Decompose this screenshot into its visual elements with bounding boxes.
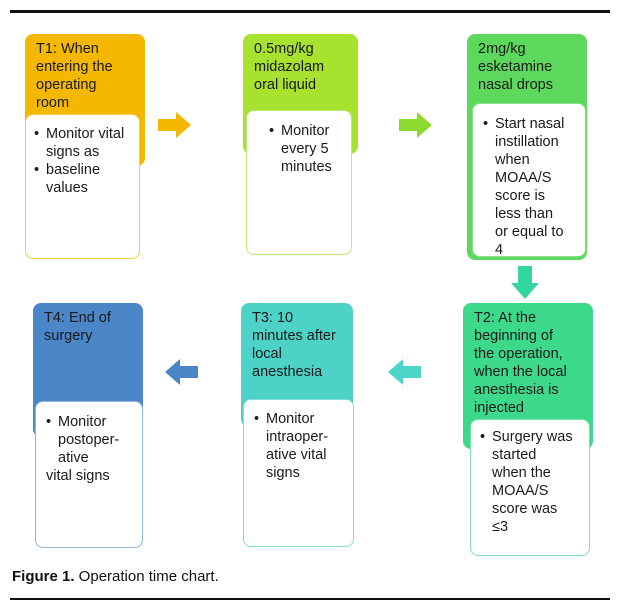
bullet-line: signs as	[46, 144, 100, 160]
node-midazolam-body: Monitor every 5 minutes	[246, 110, 352, 255]
bullet-line: 4	[495, 242, 504, 258]
bullet-line: score was	[492, 501, 558, 517]
bullet-line: ative	[58, 450, 89, 466]
node-header-line: T4: End of	[44, 310, 111, 326]
node-header-line: entering the	[36, 59, 113, 75]
bullet-line: MOAA/S	[492, 483, 549, 499]
bullet-line: every 5	[281, 141, 329, 157]
bullet-line: ≤3	[492, 519, 509, 535]
bullet-item: Monitor every 5 minutes	[269, 122, 345, 176]
bullet-continuation: vital signs	[46, 467, 138, 485]
arrow-right-1-icon	[158, 112, 191, 138]
arrow-left-2-shape	[165, 359, 198, 385]
bullet-line: or equal to	[495, 224, 564, 240]
node-header-line: room	[36, 95, 70, 111]
bullet-line: score is	[495, 188, 545, 204]
arrow-right-2-shape	[399, 112, 432, 138]
figure-caption: Figure 1. Operation time chart.	[12, 568, 219, 585]
arrow-right-1-shape	[158, 112, 191, 138]
node-header-line: T1: When	[36, 41, 99, 57]
node-header-line: T2: At the	[474, 310, 537, 326]
bullet-line: minutes	[281, 159, 332, 175]
bullet-line: Monitor	[281, 123, 330, 139]
node-header-line: beginning of	[474, 328, 554, 344]
bullet-line: ative vital	[266, 447, 327, 463]
arrow-right-2-icon	[399, 112, 432, 138]
node-header-line: operating	[36, 77, 97, 93]
bullet-line: intraoper-	[266, 429, 329, 445]
bullet-item: Monitor postoper-ative	[46, 413, 138, 467]
node-header-line: anesthesia is	[474, 382, 559, 398]
bullet-item: Monitor intraoper-ative vital signs	[254, 410, 349, 482]
arrow-left-1-icon	[388, 359, 421, 385]
bullet-line: Monitor	[58, 414, 107, 430]
bullet-item: Monitor vital signs as	[34, 125, 133, 161]
node-header-line: minutes after	[252, 328, 336, 344]
bullet-line: values	[46, 180, 88, 196]
bullet-line: Monitor	[266, 411, 315, 427]
arrow-left-2-icon	[165, 359, 198, 385]
node-header-line: 0.5mg/kg	[254, 41, 314, 57]
arrow-down-shape	[511, 266, 539, 299]
bullet-line: Start nasal	[495, 116, 565, 132]
bullet-item: baseline values	[34, 161, 133, 197]
node-header-line: 2mg/kg	[478, 41, 526, 57]
node-header-line: when the local	[474, 364, 567, 380]
node-header-line: surgery	[44, 328, 93, 344]
bullet-line: started	[492, 447, 537, 463]
node-t3-body: Monitor intraoper-ative vital signs	[243, 399, 354, 547]
node-header-line: T3: 10	[252, 310, 294, 326]
node-header-line: midazolam	[254, 59, 325, 75]
node-header-line: injected	[474, 400, 524, 416]
arrow-down-icon	[511, 266, 539, 299]
node-header-line: esketamine	[478, 59, 553, 75]
bullet-line: vital signs	[46, 468, 110, 484]
bullet-line: baseline	[46, 162, 101, 178]
node-header-line: anesthesia	[252, 364, 323, 380]
bottom-rule	[10, 598, 610, 600]
node-t1-body: Monitor vital signs as baseline values	[25, 114, 140, 259]
node-t4-body: Monitor postoper-ative vital signs	[35, 401, 143, 548]
top-rule	[10, 10, 610, 13]
node-header-line: nasal drops	[478, 77, 553, 93]
node-header-line: the operation,	[474, 346, 563, 362]
bullet-line: when the	[492, 465, 551, 481]
node-header-line: local	[252, 346, 282, 362]
arrow-left-1-shape	[388, 359, 421, 385]
bullet-line: MOAA/S	[495, 170, 552, 186]
bullet-line: Surgery was	[492, 429, 573, 445]
figure-caption-text: Operation time chart.	[74, 568, 219, 585]
node-header-line: oral liquid	[254, 77, 317, 93]
bullet-line: postoper-	[58, 432, 120, 448]
bullet-line: when	[495, 152, 530, 168]
bullet-line: signs	[266, 465, 300, 481]
bullet-line: less than	[495, 206, 554, 222]
figure-caption-label: Figure 1.	[12, 568, 75, 585]
bullet-line: instillation	[495, 134, 559, 150]
bullet-line: Monitor vital	[46, 126, 125, 142]
